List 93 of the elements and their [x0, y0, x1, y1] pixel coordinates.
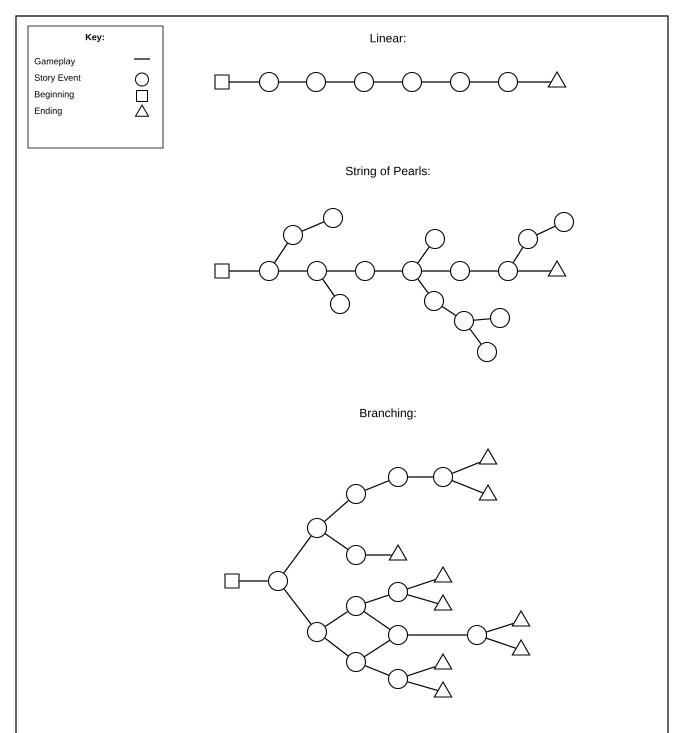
connector-line [274, 243, 288, 263]
circle-node [450, 72, 470, 92]
connector-line [283, 536, 312, 574]
connector-line [422, 270, 450, 272]
connector-line [470, 328, 482, 344]
connector-line [324, 533, 348, 550]
connector-line [326, 81, 354, 83]
connector-line [408, 634, 467, 636]
connector-line [365, 480, 389, 491]
circle-node [306, 518, 328, 538]
legend-text: Ending [34, 107, 62, 116]
circle-node [518, 228, 538, 250]
connector-line [417, 278, 429, 294]
connector-line [536, 226, 556, 236]
connector-line [325, 611, 348, 627]
connector-line [230, 81, 259, 83]
heading: Branching: [360, 408, 416, 420]
connector-line [408, 681, 438, 691]
circle-node [454, 310, 474, 332]
square-node [224, 573, 240, 589]
connector-line [452, 462, 480, 474]
connector-line [279, 270, 307, 272]
legend-text: Beginning [34, 90, 74, 100]
connector-line [374, 81, 402, 83]
circle-node [346, 544, 366, 566]
connector-line [407, 579, 436, 590]
connector-line [240, 580, 268, 582]
circle-node [498, 72, 518, 92]
circle-node [306, 72, 326, 92]
connector-line [518, 270, 551, 272]
connector-line [408, 476, 433, 478]
circle-node [322, 208, 344, 228]
connector-line [452, 480, 484, 494]
connector-line [417, 246, 430, 264]
connector-line [422, 81, 450, 83]
heading: Linear: [370, 34, 406, 42]
circle-node [432, 466, 454, 488]
circle-node [424, 290, 444, 312]
circle-node [388, 466, 408, 488]
heading: String of Pearls: [346, 166, 430, 178]
connector-line [486, 622, 514, 633]
connector-line [375, 270, 402, 272]
circle-node [490, 308, 510, 328]
circle-node [388, 582, 408, 602]
square-node [214, 74, 230, 90]
connector-line [327, 270, 355, 272]
connector-line [408, 594, 438, 604]
connector-line [284, 588, 312, 624]
circle-node [388, 668, 408, 690]
connector-line [470, 81, 498, 83]
connector-line [230, 270, 259, 272]
circle-node [354, 260, 376, 282]
circle-node [306, 260, 328, 282]
connector-line [324, 638, 348, 656]
circle-node [268, 570, 288, 592]
circle-node [346, 596, 366, 616]
connector-line [486, 638, 516, 649]
circle-node [346, 484, 366, 504]
circle-node [346, 652, 366, 672]
legend-text: Gameplay [34, 58, 76, 66]
circle-node [554, 212, 574, 232]
connector-line [364, 611, 390, 630]
connector-line [518, 81, 551, 83]
legend-text: Story Event [34, 74, 81, 83]
circle-node [282, 224, 304, 246]
connector-line [365, 594, 389, 604]
circle-node [306, 622, 328, 642]
circle-node [258, 72, 280, 92]
circle-node [466, 624, 488, 646]
connector-line [279, 81, 306, 83]
connector-line [512, 247, 524, 263]
connector-line [442, 306, 456, 316]
circle-node [450, 260, 470, 282]
connector-line [324, 500, 349, 522]
circle-node [330, 294, 350, 314]
circle-node [354, 72, 374, 92]
square-node [214, 263, 230, 279]
connector-line [470, 270, 498, 272]
circle-node [402, 72, 422, 92]
connector-line [302, 221, 324, 232]
connector-line [366, 554, 392, 556]
connector-line [364, 640, 390, 658]
connector-line [407, 666, 436, 676]
circle-node [388, 624, 408, 646]
circle-node [424, 228, 446, 250]
connector-line [474, 318, 490, 321]
heading: Key: [86, 34, 104, 42]
circle-node [498, 260, 518, 282]
circle-node [258, 260, 280, 282]
circle-node [402, 260, 422, 282]
connector-line [322, 278, 335, 296]
circle-node [476, 342, 498, 362]
connector-line [365, 665, 389, 676]
